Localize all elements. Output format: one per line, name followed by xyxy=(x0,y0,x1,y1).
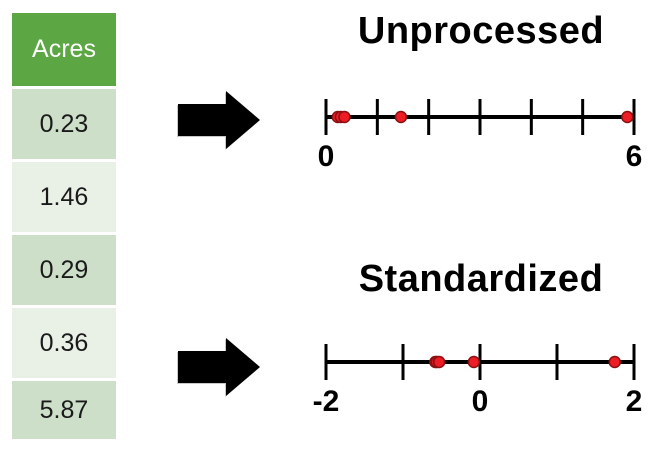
tick-label: -2 xyxy=(313,385,340,418)
right-arrow-icon xyxy=(178,337,261,397)
tick-label: 0 xyxy=(472,385,489,418)
data-point xyxy=(467,355,481,369)
right-arrow-shape xyxy=(178,338,260,396)
tick-label: 6 xyxy=(626,140,643,173)
right-arrow-shape xyxy=(178,91,260,149)
chart-title-unprocessed: Unprocessed xyxy=(357,10,605,52)
data-point xyxy=(394,110,408,124)
data-point xyxy=(621,110,634,124)
data-point xyxy=(608,355,621,369)
chart-title-standardized: Standardized xyxy=(358,258,604,300)
data-point xyxy=(338,110,351,124)
table-header-cell: Acres xyxy=(12,13,116,86)
acres-table: Acres 0.23 1.46 0.29 0.36 5.87 xyxy=(12,13,116,442)
table-row: 0.23 xyxy=(12,89,116,159)
right-arrow-icon xyxy=(178,90,261,150)
data-point xyxy=(432,355,446,369)
number-line-standardized: -2 0 2 xyxy=(313,344,643,418)
tick-label: 2 xyxy=(626,385,643,418)
table-row: 0.36 xyxy=(12,308,116,378)
table-row: 1.46 xyxy=(12,162,116,232)
table-row: 5.87 xyxy=(12,381,116,439)
table-row: 0.29 xyxy=(12,235,116,305)
tick-label: 0 xyxy=(318,140,335,173)
